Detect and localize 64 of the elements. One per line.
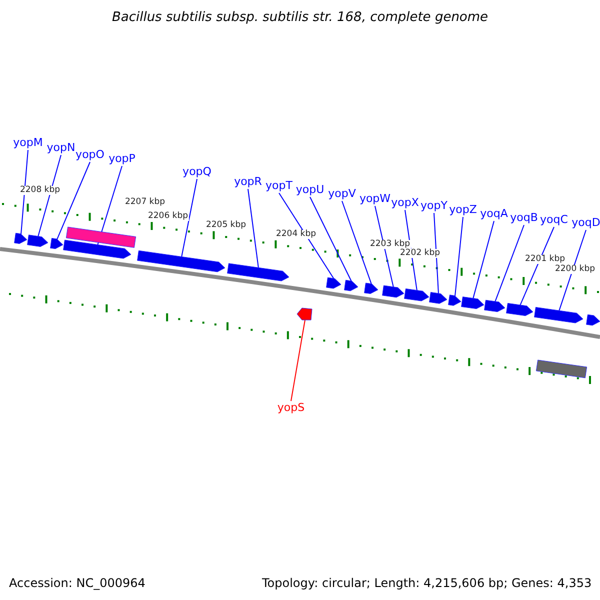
leader-line xyxy=(290,320,306,402)
gene-block xyxy=(448,294,462,306)
gene-block xyxy=(326,277,342,289)
gene-label: yopW xyxy=(359,193,391,204)
gene-block xyxy=(50,238,64,250)
gene-label: yopX xyxy=(391,197,419,208)
gene-label: yopR xyxy=(234,176,262,187)
gene-block xyxy=(137,250,226,272)
gene-block xyxy=(364,282,378,294)
leader-line xyxy=(248,188,259,269)
leader-line xyxy=(97,166,122,246)
leader-line xyxy=(374,206,394,288)
leader-line xyxy=(434,212,439,294)
scale-label: 2201 kbp xyxy=(524,255,566,264)
scale-label: 2208 kbp xyxy=(18,186,62,194)
leader-line xyxy=(56,162,90,240)
gene-label: yopT xyxy=(266,180,292,191)
gene-block xyxy=(586,314,600,326)
scale-label: 2206 kbp xyxy=(146,212,190,220)
gene-block xyxy=(27,234,48,247)
gene-block xyxy=(296,308,312,320)
leader-line xyxy=(38,154,62,238)
gene-label: yoqD xyxy=(572,217,600,228)
gene-block xyxy=(227,263,290,282)
gene-label: yopN xyxy=(46,142,76,153)
scale-label: 2205 kbp xyxy=(204,221,248,230)
gene-label: yopV xyxy=(328,188,356,199)
leader-line xyxy=(520,226,554,306)
gene-block xyxy=(14,232,28,244)
leader-line xyxy=(558,230,586,312)
gene-block xyxy=(344,280,358,292)
leader-line xyxy=(20,150,28,235)
leader-line xyxy=(472,220,494,300)
scale-label: 2200 kbp xyxy=(554,265,596,274)
footer-text: Accession: NC_000964 xyxy=(9,577,146,589)
gene-label: yopZ xyxy=(449,204,477,215)
footer-text: Topology: circular; Length: 4,215,606 bp; Genes: 4,353 xyxy=(262,577,592,589)
leader-line xyxy=(454,216,464,297)
leader-line xyxy=(342,200,372,285)
gene-block xyxy=(404,288,430,302)
title: Bacillus subtilis subsp. subtilis str. 168, complete genome xyxy=(110,11,490,24)
gene-label: yopY xyxy=(420,200,448,211)
scale-label: 2207 kbp xyxy=(124,198,166,206)
gene-label: yopS xyxy=(277,402,305,413)
gene-label: yopP xyxy=(108,153,136,164)
leader-line xyxy=(310,196,352,282)
gene-label: yopQ xyxy=(182,166,212,177)
scale-label: 2204 kbp xyxy=(274,230,318,238)
gene-block xyxy=(484,300,506,312)
leader-line xyxy=(181,178,198,258)
gene-label: yopO xyxy=(76,149,104,160)
gene-label: yoqC xyxy=(540,214,568,225)
gene-label: yopU xyxy=(296,184,324,195)
scale-label: 2203 kbp xyxy=(368,240,412,248)
gene-label: yoqA xyxy=(480,208,508,219)
leader-line xyxy=(278,192,334,280)
scale-label: 2202 kbp xyxy=(398,249,442,258)
gene-block xyxy=(382,285,404,298)
leader-line xyxy=(494,224,524,302)
gene-label: yopM xyxy=(13,137,43,148)
gene-block xyxy=(429,292,448,304)
gene-label: yoqB xyxy=(510,212,538,223)
gene-block xyxy=(506,302,534,316)
gene-block xyxy=(461,296,484,310)
